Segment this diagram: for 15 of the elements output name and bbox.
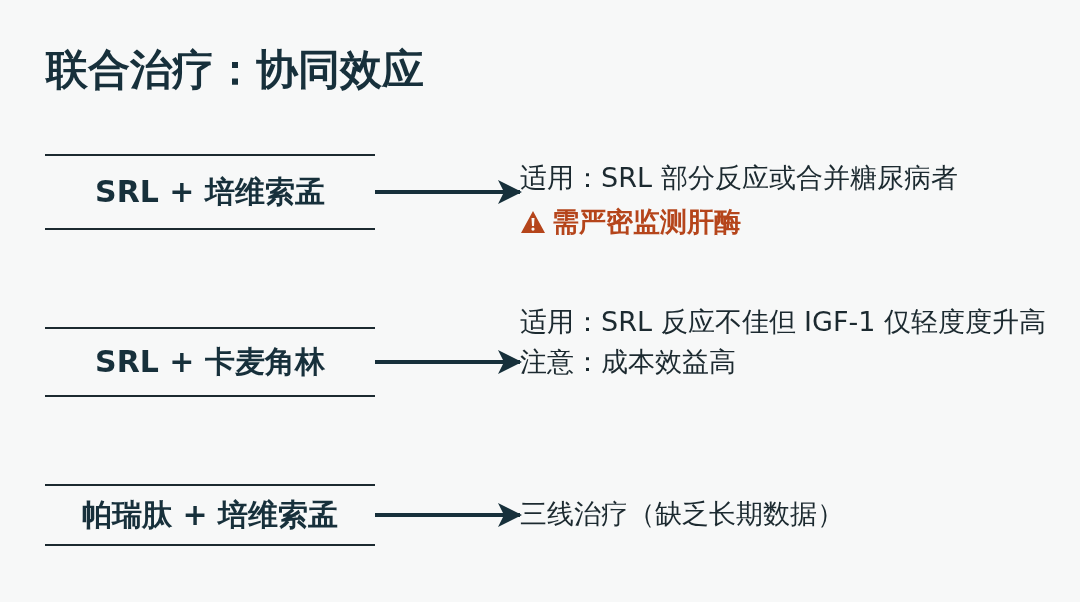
- therapy-name: SRL + 卡麦角林: [95, 342, 325, 381]
- indication-text: 注意：成本效益高: [520, 345, 737, 379]
- arrow: [375, 503, 522, 527]
- therapy-name: SRL + 培维索孟: [95, 172, 325, 211]
- warning-note: 需严密监测肝酶: [552, 205, 741, 239]
- therapy-box: [45, 484, 375, 546]
- therapy-box: [45, 327, 375, 397]
- therapy-name: 帕瑞肽 + 培维索孟: [82, 495, 338, 534]
- indication-text: 适用：SRL 部分反应或合并糖尿病者: [520, 161, 959, 195]
- arrow: [375, 350, 522, 374]
- arrow: [375, 180, 522, 204]
- indication-text: 三线治疗（缺乏长期数据）: [520, 497, 845, 531]
- indication-text: 适用：SRL 反应不佳但 IGF-1 仅轻度度升高: [520, 305, 1048, 339]
- slide-title: 联合治疗：协同效应: [46, 44, 424, 96]
- therapy-box: [45, 154, 375, 230]
